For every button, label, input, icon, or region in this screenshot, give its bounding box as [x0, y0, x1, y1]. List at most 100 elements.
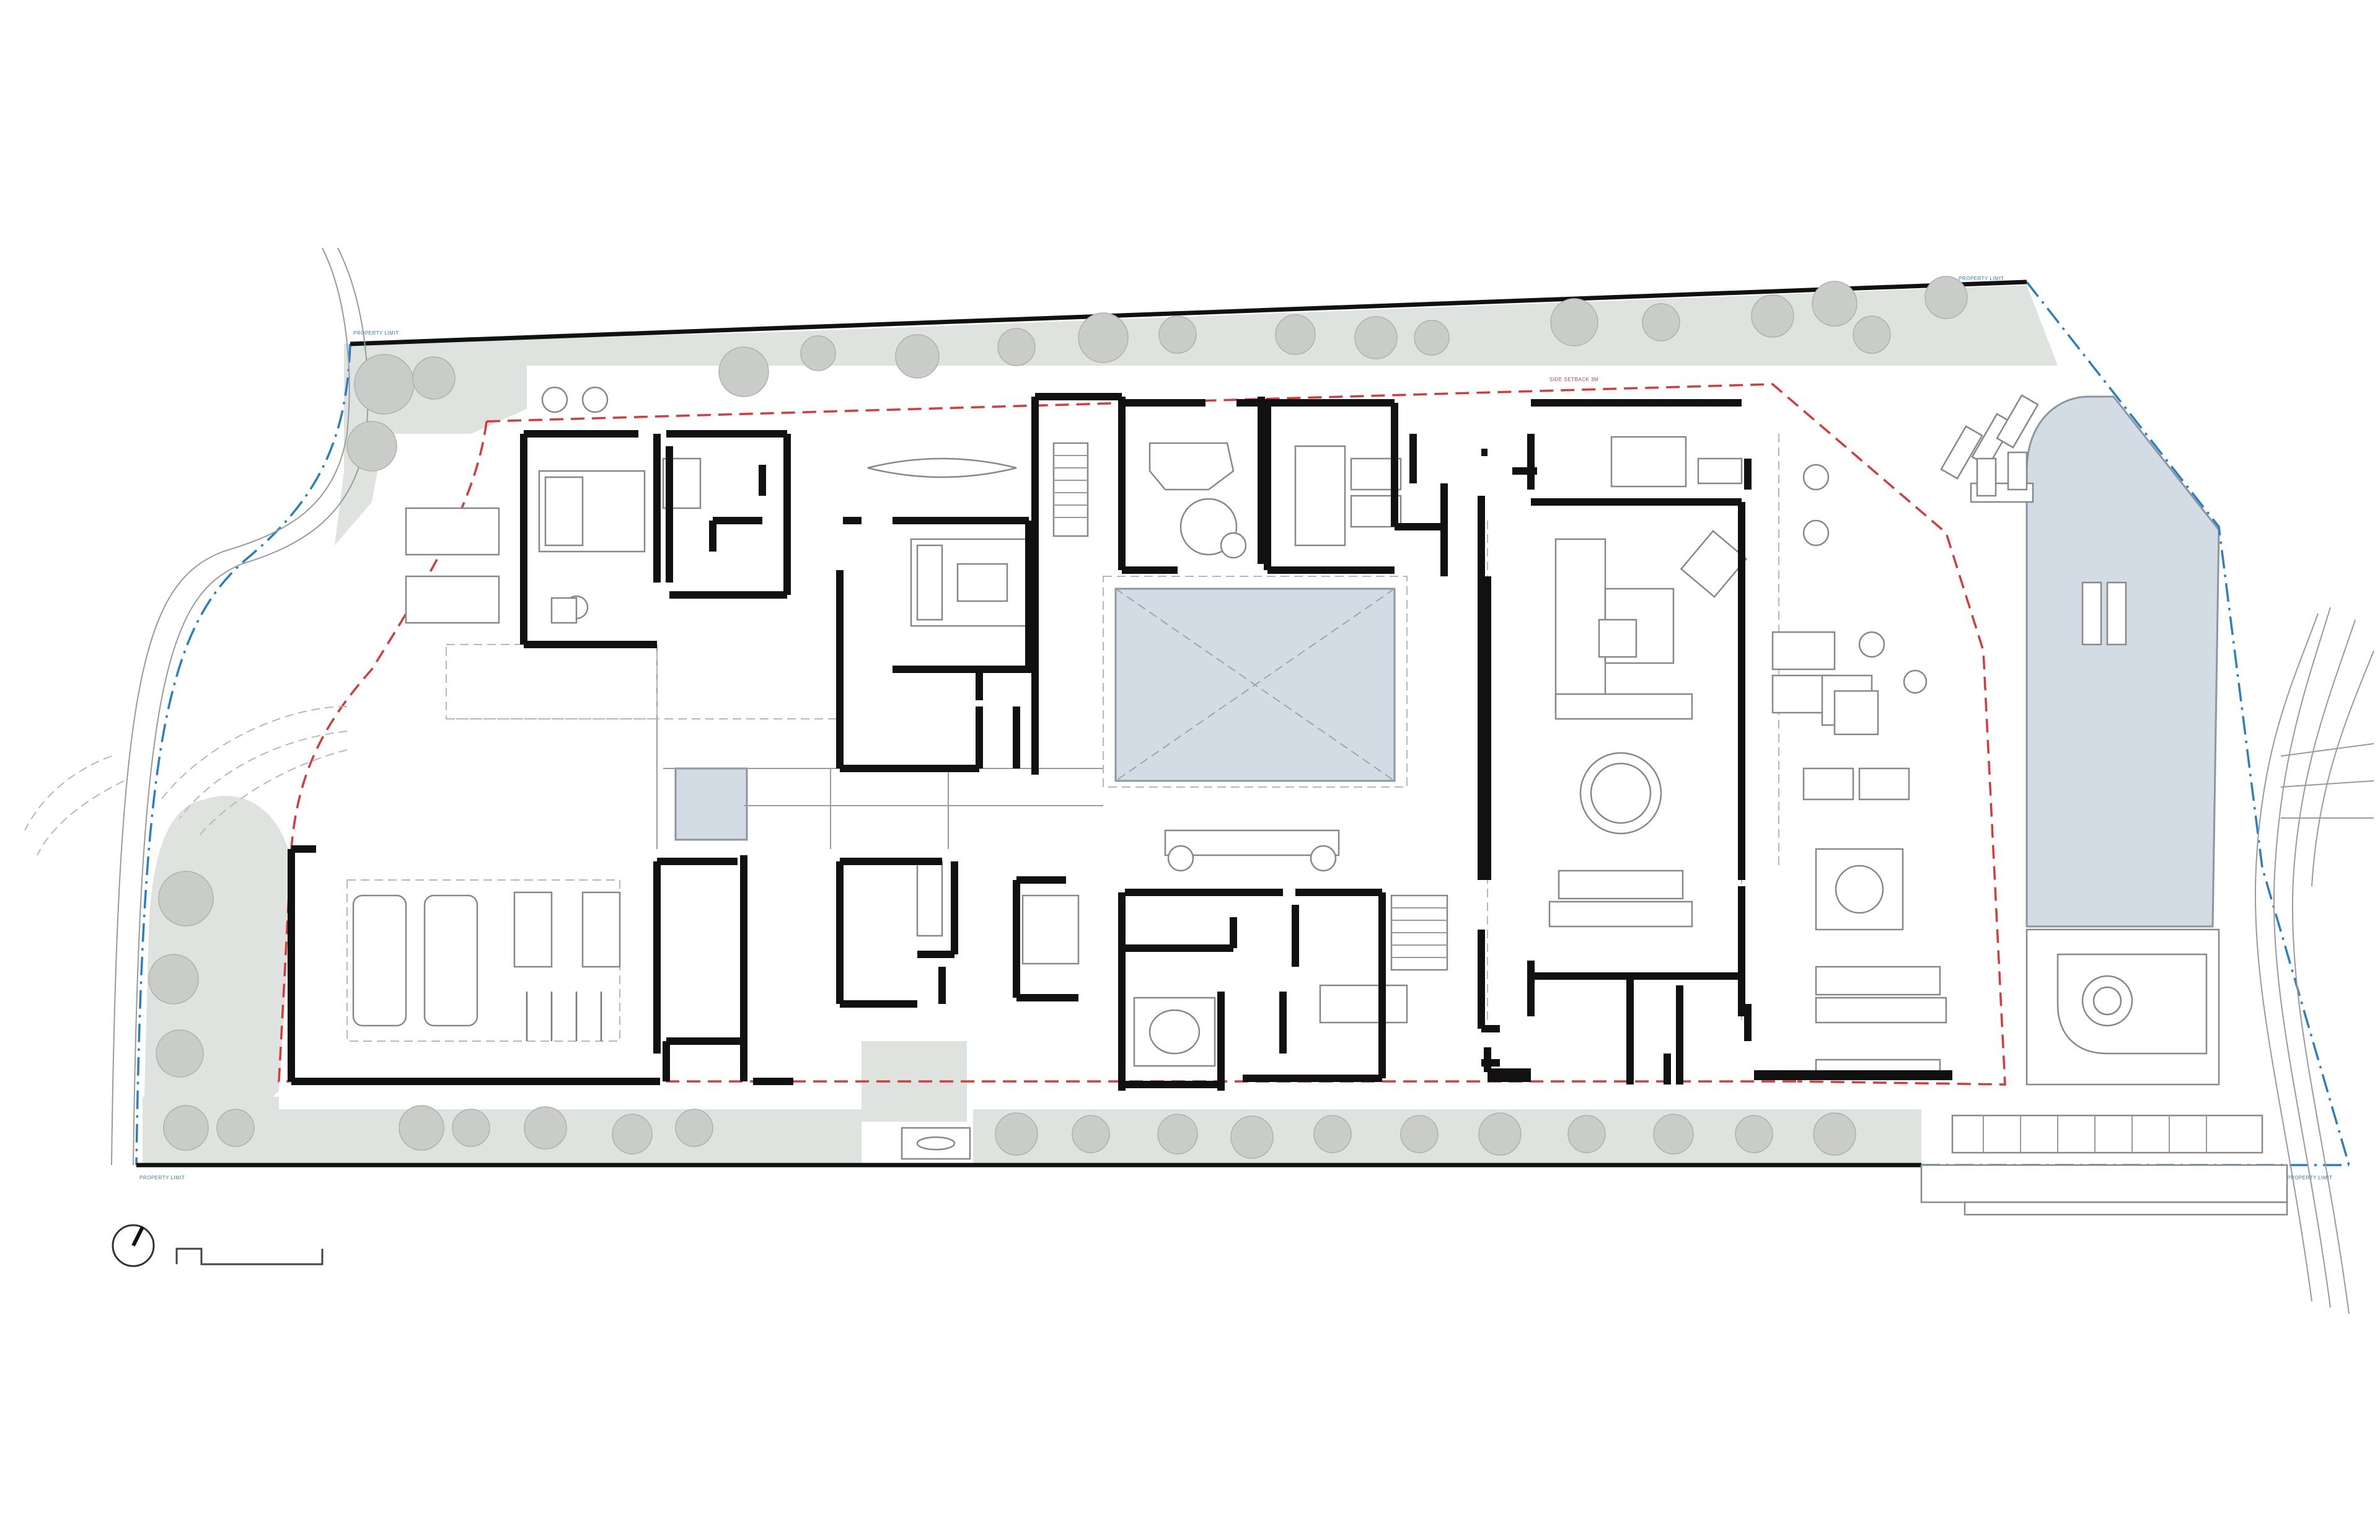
wall-segment: [713, 517, 762, 524]
wall-segment: [666, 1037, 747, 1045]
wall-segment: [1279, 992, 1287, 1054]
wall-segment: [1481, 449, 1488, 456]
wall-segment: [1481, 1025, 1500, 1032]
wall-segment: [1488, 1075, 1531, 1082]
wall-segment: [1118, 403, 1126, 570]
wall-segment: [1013, 706, 1020, 768]
tree-icon: [1158, 315, 1197, 354]
tree-icon: [895, 334, 940, 379]
tree-icon: [158, 871, 214, 926]
wall-segment: [840, 765, 979, 772]
tree-icon: [452, 1109, 490, 1147]
side-setback-label: SIDE SETBACK 3M: [1549, 377, 1598, 382]
wall-segment: [759, 465, 766, 496]
tree-icon: [612, 1114, 653, 1155]
tree-icon: [1275, 314, 1316, 355]
wall-segment: [1122, 1081, 1224, 1088]
tree-icon: [1642, 303, 1680, 341]
property-limit-label-sw: PROPERTY LIMIT: [139, 1175, 185, 1181]
tree-icon: [1157, 1114, 1198, 1155]
wall-segment: [1440, 483, 1448, 576]
wall-segment: [1488, 1068, 1531, 1076]
tree-icon: [1414, 320, 1450, 356]
tree-icon: [1924, 276, 1968, 319]
tree-icon: [524, 1106, 567, 1150]
wall-segment: [1016, 876, 1066, 884]
wall-segment: [524, 641, 657, 648]
wall-segment: [1378, 892, 1386, 1078]
wall-segment: [1122, 566, 1178, 574]
tree-icon: [148, 954, 199, 1005]
topography-contours: [1920, 607, 2374, 1314]
wall-segment: [1744, 459, 1752, 490]
wall-segment: [1484, 1047, 1491, 1072]
tree-icon: [997, 328, 1036, 366]
wall-segment: [836, 570, 844, 768]
wall-segment: [740, 855, 747, 1041]
trees: [148, 276, 1968, 1159]
tree-icon: [675, 1109, 713, 1147]
wall-segment: [1664, 1054, 1671, 1085]
wall-segment: [1527, 434, 1535, 490]
wall-segment: [653, 434, 661, 583]
wall-segment: [1754, 1070, 1952, 1080]
wall-segment: [1391, 403, 1398, 527]
wall-segment: [1531, 498, 1742, 506]
tree-icon: [1072, 1115, 1110, 1153]
wall-segment: [666, 446, 673, 583]
wall-segment: [1013, 880, 1020, 998]
tree-icon: [1078, 312, 1129, 363]
wall-segment: [288, 849, 295, 1081]
wall-segment: [1527, 961, 1535, 1016]
tree-icon: [346, 421, 397, 472]
tree-icon: [1653, 1114, 1694, 1155]
wall-segment: [1512, 467, 1537, 475]
wall-segment: [291, 1078, 660, 1085]
furniture: [346, 386, 2127, 1160]
tree-icon: [1813, 1112, 1856, 1156]
wall-segment: [976, 669, 983, 700]
tree-icon: [354, 354, 415, 415]
water-features: [674, 395, 2220, 1086]
wall-segment: [1478, 496, 1485, 880]
wall-segment: [1267, 566, 1395, 574]
wall-segment: [1738, 502, 1745, 880]
tree-icon: [1751, 294, 1794, 338]
wall-segment: [1016, 994, 1078, 1001]
tree-icon: [1550, 298, 1598, 346]
car-1: [352, 894, 407, 1027]
tree-icon: [1313, 1115, 1352, 1153]
landscape-areas: [143, 285, 2058, 1165]
wall-segment: [753, 1078, 793, 1085]
wall-segment: [1744, 1004, 1752, 1041]
wall-segment: [1292, 905, 1299, 967]
wall-segment: [1395, 523, 1444, 530]
tree-icon: [1812, 281, 1858, 327]
wall-segment: [951, 861, 958, 954]
wall-segment: [1217, 992, 1225, 1091]
wall-segment: [1118, 892, 1126, 1091]
wall-segment: [1264, 399, 1395, 407]
wall-segment: [1236, 399, 1258, 407]
wall-segment: [1243, 1075, 1382, 1082]
wall-segment: [291, 845, 316, 853]
wall-segment: [1125, 399, 1205, 407]
tree-icon: [1400, 1115, 1439, 1153]
north-arrow-icon: [112, 1224, 155, 1267]
tree-icon: [156, 1029, 204, 1078]
wall-segment: [917, 951, 954, 958]
tree-icon: [995, 1112, 1038, 1156]
wall-segment: [709, 521, 716, 552]
wall-segment: [1125, 944, 1233, 952]
tree-icon: [399, 1105, 444, 1151]
wall-segment: [976, 706, 983, 768]
wall-segment: [520, 434, 527, 645]
wall-segment: [666, 430, 787, 438]
wall-segment: [1258, 397, 1265, 564]
site-curves: [24, 247, 369, 1166]
tree-icon: [1230, 1115, 1274, 1159]
tree-icon: [718, 346, 769, 397]
wall-segment: [653, 861, 661, 1054]
wall-segment: [938, 967, 946, 1004]
wall-segment: [1478, 930, 1485, 1029]
